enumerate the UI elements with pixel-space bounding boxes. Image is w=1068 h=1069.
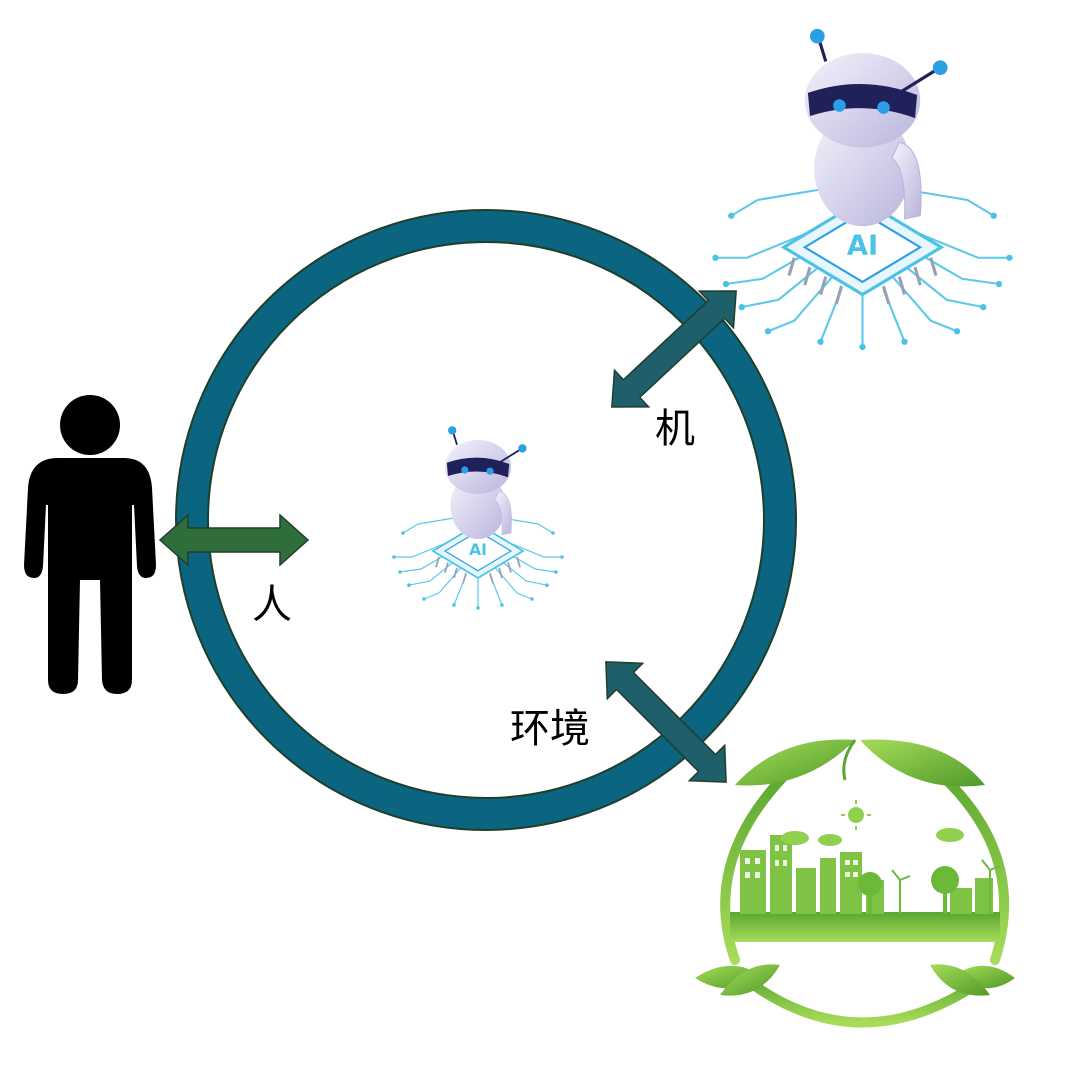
chip-label-large: AI [847, 231, 878, 262]
label-environment: 环境 [510, 706, 590, 752]
person-icon [24, 395, 156, 694]
center-robot-chip-icon: AI [391, 425, 565, 611]
green-city-icon [695, 739, 1015, 1028]
machine-double-arrow [611, 290, 737, 408]
cycle-ring [175, 209, 797, 831]
label-human: 人 [252, 582, 292, 628]
chip-label: AI [469, 541, 487, 559]
label-machine: 机 [655, 406, 695, 452]
robot-chip-icon: AI [710, 27, 1015, 352]
environment-double-arrow [605, 661, 727, 783]
human-double-arrow [158, 513, 310, 567]
